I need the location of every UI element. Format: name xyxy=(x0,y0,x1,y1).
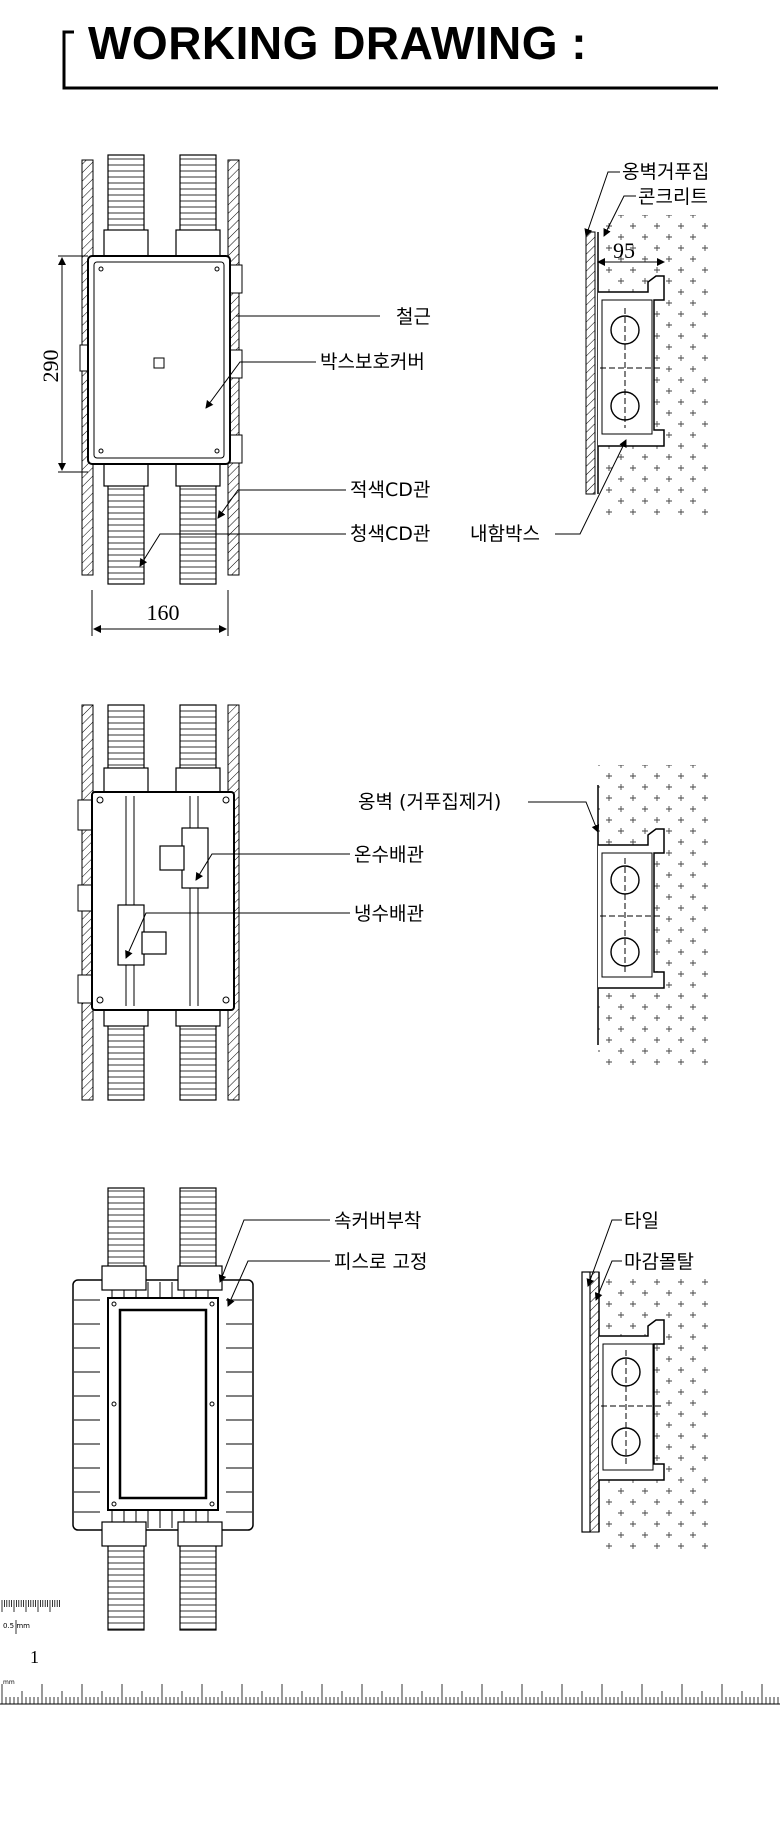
ruler-small-label: 0.5 mm xyxy=(3,1622,30,1630)
diagram2-side-view: 옹벽 (거푸집제거) xyxy=(358,765,712,1065)
label-tile: 타일 xyxy=(624,1210,659,1232)
label-cold-pipe: 냉수배관 xyxy=(354,903,424,925)
dim-width-text: 160 xyxy=(147,600,180,625)
label-hot-pipe: 온수배관 xyxy=(354,844,424,866)
title-bracket xyxy=(62,30,718,90)
label-blue-cd: 청색CD관 xyxy=(350,523,430,545)
dim-depth-text: 95 xyxy=(613,238,635,263)
label-inner-cover: 속커버부착 xyxy=(334,1210,421,1232)
ruler-unit: mm xyxy=(3,1679,15,1686)
label-formwork: 옹벽거푸집 xyxy=(622,161,709,183)
diagram2-front-view: 온수배관 냉수배관 xyxy=(77,704,424,1101)
page-title: WORKING DRAWING : xyxy=(88,17,588,69)
label-mortar: 마감몰탈 xyxy=(624,1251,694,1273)
diagram3-front-view: 속커버부착 피스로 고정 xyxy=(72,1187,427,1631)
label-inner-box: 내함박스 xyxy=(470,523,540,545)
diagram1-front-view: 290 160 철근 박스보호커버 적색CD관 청색CD관 xyxy=(38,154,431,636)
ruler: 0.5 mm 1 mm xyxy=(0,1600,780,1705)
ruler-number: 1 xyxy=(30,1647,39,1667)
label-screw-fix: 피스로 고정 xyxy=(334,1251,427,1273)
diagram1-side-view: 95 옹벽거푸집 콘크리트 내함박스 xyxy=(470,161,712,545)
label-concrete: 콘크리트 xyxy=(638,186,708,208)
dim-height-text: 290 xyxy=(38,350,63,383)
label-wall-removed: 옹벽 (거푸집제거) xyxy=(358,791,501,813)
label-red-cd: 적색CD관 xyxy=(350,479,430,501)
label-box-cover: 박스보호커버 xyxy=(320,351,425,373)
label-rebar: 철근 xyxy=(396,306,431,328)
diagram3-side-view: 타일 마감몰탈 xyxy=(581,1210,712,1550)
